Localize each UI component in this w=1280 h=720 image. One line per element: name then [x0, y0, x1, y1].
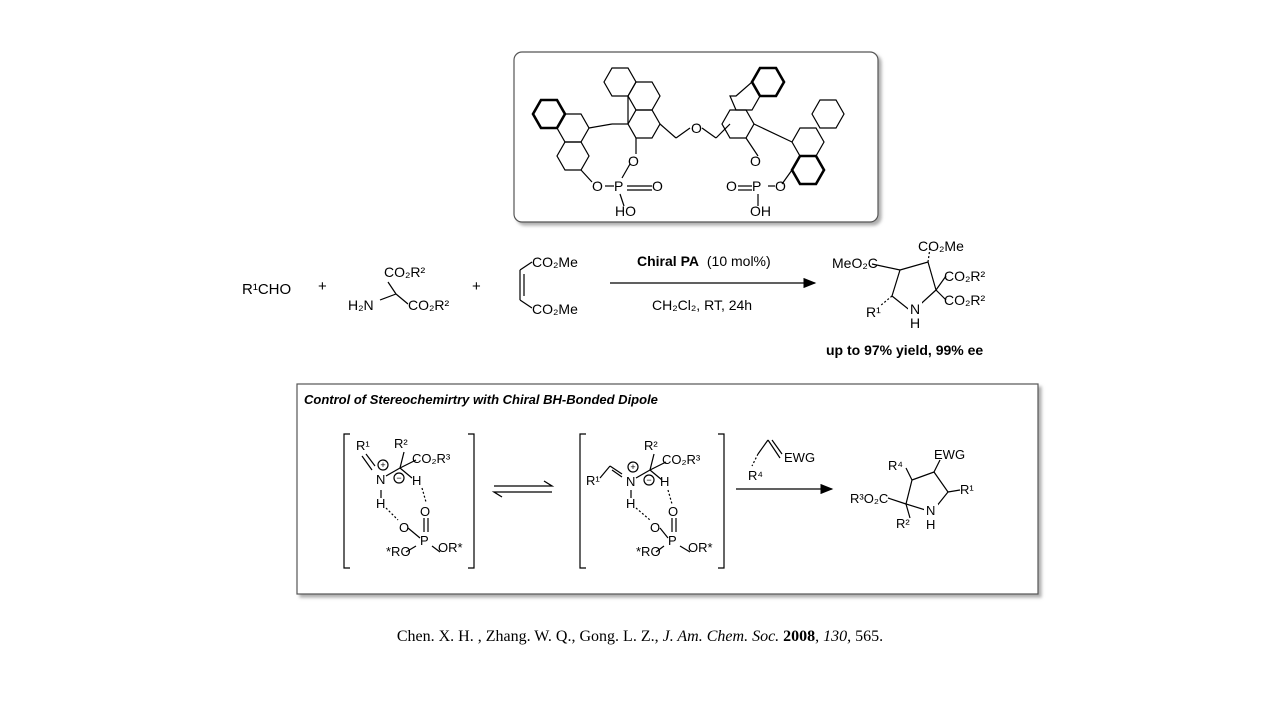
- o-label: O: [750, 153, 761, 169]
- r2-label: R²: [896, 516, 910, 531]
- n-label: N: [376, 472, 385, 487]
- svg-text:−: −: [396, 473, 401, 483]
- transition-state-1: R¹ R² CO₂R³ N H H O O P *RO OR* + −: [343, 433, 475, 569]
- r1-label: R¹: [586, 473, 600, 488]
- ester-label: CO₂Me: [918, 238, 964, 254]
- ester-label: CO₂R²: [944, 268, 986, 284]
- o-label: O: [652, 178, 663, 194]
- product-pyrrolidine: R⁴ EWG R³O₂C R¹ R² N H: [850, 447, 974, 532]
- h-label: H: [660, 474, 669, 489]
- citation-volume: 130: [823, 628, 848, 645]
- o-label: O: [592, 178, 603, 194]
- ro-label: *RO: [386, 544, 411, 559]
- r4-label: R⁴: [888, 458, 903, 473]
- ewg-label: EWG: [934, 447, 965, 462]
- or-label: OR*: [438, 540, 463, 555]
- h-label: H: [376, 496, 385, 511]
- main-reaction: R¹CHO + CO₂R² H₂N CO₂R² + CO₂Me CO₂Me Ch…: [242, 238, 986, 358]
- n-label: N: [910, 301, 920, 317]
- svg-text:+: +: [380, 460, 385, 470]
- h-label: H: [910, 315, 920, 331]
- ester-label: CO₂R²: [944, 292, 986, 308]
- hydroxyl-label: HO: [615, 203, 636, 219]
- conditions-catalyst: Chiral PA (10 mol%): [637, 253, 771, 269]
- citation: Chen. X. H. , Zhang. W. Q., Gong. L. Z.,…: [396, 628, 884, 645]
- r4-label: R⁴: [748, 468, 763, 483]
- h-label: H: [412, 473, 421, 488]
- svg-text:−: −: [646, 475, 651, 485]
- ro-label: *RO: [636, 544, 661, 559]
- o-label: O: [628, 153, 639, 169]
- amine-label: H₂N: [348, 297, 374, 313]
- mechanism-title: Control of Stereochemirtry with Chiral B…: [304, 392, 658, 407]
- p-label: P: [420, 533, 429, 548]
- hydroxyl-label: OH: [750, 203, 771, 219]
- p-label: P: [614, 178, 623, 194]
- o-label: O: [420, 504, 430, 519]
- svg-text:+: +: [630, 462, 635, 472]
- ester-label: CO₂R³: [412, 451, 451, 466]
- n-label: N: [626, 474, 635, 489]
- o-label: O: [726, 178, 737, 194]
- h-label: H: [626, 496, 635, 511]
- h-label: H: [926, 517, 935, 532]
- citation-pages: , 565.: [847, 628, 884, 645]
- p-label: P: [668, 533, 677, 548]
- citation-year: 2008: [783, 628, 816, 645]
- equilibrium-arrows: [491, 480, 555, 498]
- p-label: P: [752, 178, 761, 194]
- or-label: OR*: [688, 540, 713, 555]
- plus-sign: +: [318, 278, 327, 295]
- ester-label: CO₂R³: [662, 452, 701, 467]
- result-label: up to 97% yield, 99% ee: [826, 342, 983, 358]
- ester-label: R³O₂C: [850, 491, 888, 506]
- n-label: N: [926, 503, 935, 518]
- ester-label: MeO₂C: [832, 255, 878, 271]
- catalyst-structure: O O P O HO O O O P O OH: [513, 51, 879, 223]
- ester-label: CO₂Me: [532, 301, 578, 317]
- r2-label: R²: [394, 436, 408, 451]
- citation-journal: J. Am. Chem. Soc.: [662, 628, 780, 645]
- r1-label: R¹: [866, 304, 881, 320]
- o-label: O: [399, 520, 409, 535]
- mechanism-panel: Control of Stereochemirtry with Chiral B…: [296, 383, 1039, 595]
- transition-state-2: R¹ R² CO₂R³ N H H O O P *RO OR* + −: [579, 433, 725, 569]
- o-label: O: [650, 520, 660, 535]
- ester-label: CO₂Me: [532, 254, 578, 270]
- o-label: O: [668, 504, 678, 519]
- ester-label: CO₂R²: [408, 297, 450, 313]
- r1-label: R¹: [960, 482, 974, 497]
- aldehyde-label: R¹CHO: [242, 281, 291, 298]
- ester-label: CO₂R²: [384, 264, 426, 280]
- citation-authors: Chen. X. H. , Zhang. W. Q., Gong. L. Z.,: [396, 628, 663, 645]
- conditions-solvent: CH₂Cl₂, RT, 24h: [652, 297, 752, 313]
- r1-label: R¹: [356, 438, 370, 453]
- r2-label: R²: [644, 438, 658, 453]
- ether-o-label: O: [691, 120, 702, 136]
- ewg-label: EWG: [784, 450, 815, 465]
- o-label: O: [775, 178, 786, 194]
- plus-sign: +: [472, 278, 481, 295]
